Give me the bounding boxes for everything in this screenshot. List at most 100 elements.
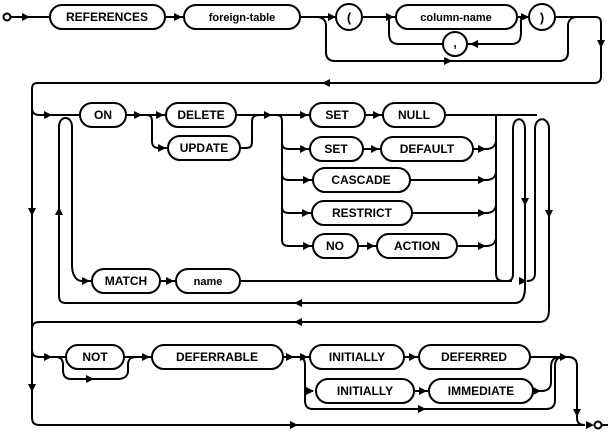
arrow — [294, 299, 302, 307]
node-delete: DELETE — [165, 102, 237, 128]
arrowheads — [22, 13, 605, 429]
node-references: REFERENCES — [49, 4, 166, 30]
arrow — [300, 145, 308, 153]
arrow — [519, 277, 527, 285]
arrow — [521, 198, 529, 206]
node-foreign-table: foreign-table — [183, 4, 301, 30]
start-terminal — [2, 12, 12, 22]
arrow — [521, 13, 529, 21]
arrow — [158, 144, 166, 152]
arrow — [418, 405, 426, 413]
wire-hairpin-exit — [526, 118, 550, 323]
arrow — [300, 353, 308, 361]
punct-label: ) — [540, 10, 544, 25]
arrow — [290, 421, 298, 429]
arrow — [322, 79, 330, 87]
arrow — [478, 176, 486, 184]
keyword-label: CASCADE — [331, 173, 390, 187]
wire-not-row — [31, 348, 310, 380]
node-initially-immediate-initially: INITIALLY — [315, 378, 415, 404]
arrow — [444, 57, 452, 65]
keyword-label: NO — [326, 239, 344, 253]
arrow — [303, 242, 311, 250]
arrow — [373, 111, 381, 119]
arrow — [586, 421, 594, 429]
keyword-label: ON — [94, 108, 112, 122]
variable-label: foreign-table — [209, 12, 276, 24]
keyword-box — [309, 136, 364, 162]
arrow — [478, 145, 486, 153]
punct-label: ( — [347, 10, 352, 25]
keyword-box — [65, 344, 125, 370]
node-on: ON — [79, 102, 127, 128]
node-no: NO — [312, 233, 359, 259]
keyword-box — [311, 200, 413, 226]
variable-label: name — [194, 276, 223, 288]
wire-loop-entry — [31, 106, 80, 116]
arrow — [478, 209, 486, 217]
keyword-box — [418, 344, 531, 370]
node-restrict: RESTRICT — [311, 200, 413, 226]
keyword-box — [312, 167, 411, 193]
arrow — [533, 387, 541, 395]
punct-label: , — [453, 35, 457, 50]
wire-loop-exit-line — [31, 321, 539, 331]
wire-hairpin-return — [506, 118, 526, 304]
keyword-box — [91, 268, 161, 294]
keyword-box — [151, 344, 284, 370]
arrow — [142, 353, 150, 361]
node-initially-deferred-initially: INITIALLY — [309, 344, 405, 370]
keyword-label: INITIALLY — [337, 384, 393, 398]
keyword-box — [165, 102, 237, 128]
arrow — [545, 210, 553, 218]
punct-circle — [528, 3, 556, 31]
keyword-label: NOT — [82, 350, 108, 364]
end-terminal — [593, 420, 603, 430]
arrow — [328, 13, 336, 21]
variable-box — [395, 4, 518, 30]
keyword-label: INITIALLY — [329, 350, 385, 364]
keyword-label: MATCH — [105, 274, 147, 288]
arrow — [386, 13, 394, 21]
keyword-label: RESTRICT — [332, 206, 393, 220]
wire-action-branch-leg — [275, 114, 313, 247]
node-action: ACTION — [376, 233, 458, 259]
arrow — [573, 409, 581, 417]
arrow — [286, 353, 294, 361]
keyword-label: ACTION — [394, 239, 440, 253]
arrow — [86, 375, 94, 383]
arrow — [28, 384, 36, 392]
keyword-box — [312, 233, 359, 259]
arrow — [367, 242, 375, 250]
node-default: DEFAULT — [380, 136, 474, 162]
keyword-box — [315, 378, 415, 404]
keyword-label: NULL — [398, 108, 430, 122]
node-update: UPDATE — [167, 135, 241, 161]
keyword-box — [309, 102, 366, 128]
wire-action-merge-vertical — [495, 116, 512, 282]
arrow — [294, 318, 302, 326]
wire-loop-return-line — [58, 294, 515, 304]
arrow — [306, 387, 314, 395]
keyword-label: SET — [324, 142, 348, 156]
node-deferred: DEFERRED — [418, 344, 531, 370]
node-null: NULL — [382, 102, 446, 128]
arrow — [302, 209, 310, 217]
wire-left-trunk — [31, 90, 41, 426]
arrow — [44, 353, 52, 361]
keyword-box — [380, 136, 474, 162]
variable-box — [175, 268, 241, 294]
arrow — [22, 13, 30, 21]
keyword-label: UPDATE — [180, 141, 228, 155]
arrow — [174, 13, 182, 21]
arrow — [55, 207, 63, 215]
keyword-label: DELETE — [177, 108, 224, 122]
arrow — [560, 353, 568, 361]
arrow — [300, 111, 308, 119]
arrow — [303, 176, 311, 184]
wire-loop-hairpin-left — [58, 117, 92, 295]
node-rparen: ) — [528, 3, 556, 31]
keyword-box — [49, 4, 166, 30]
